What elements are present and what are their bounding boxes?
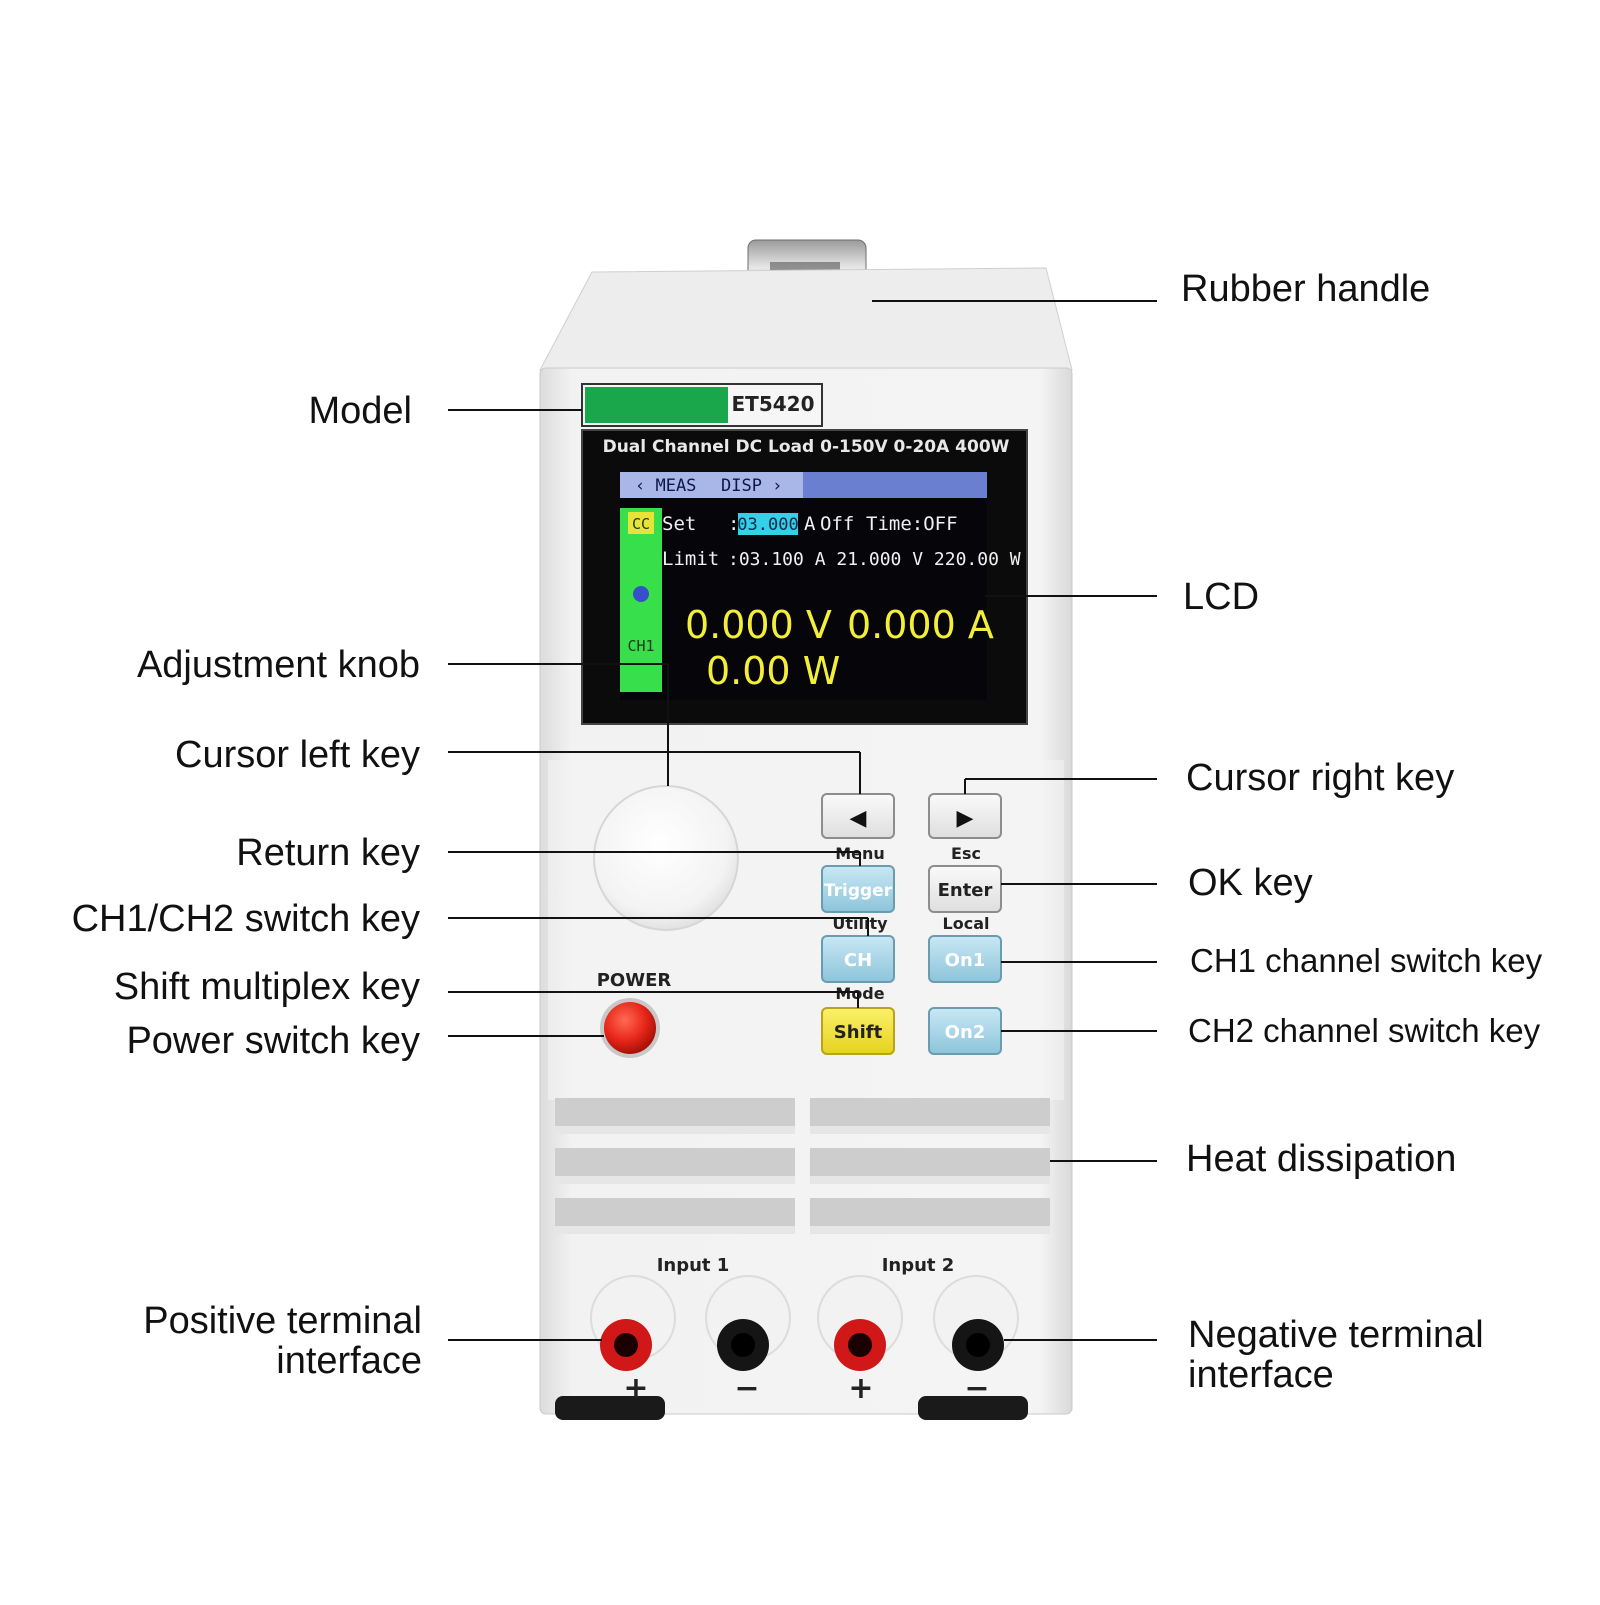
callout-model: Model [308,390,413,432]
utility-label: Utility [832,914,888,933]
callout-return-key: Return key [236,832,420,874]
callout-cursor-left-key: Cursor left key [175,734,420,776]
leader-lines [448,300,1157,1341]
on1-key[interactable]: On1 [928,935,1002,983]
callout-power-switch-key: Power switch key [126,1020,420,1062]
trigger-key[interactable]: Trigger [821,865,895,913]
power-label: POWER [597,970,672,991]
cursor-right-key[interactable]: ▶ [928,793,1002,839]
svg-text:Shift: Shift [834,1022,883,1043]
callout-rubber-handle: Rubber handle [1181,268,1431,310]
callout-ok-key: OK key [1188,862,1313,904]
lcd-mode-badge: CC [632,515,650,533]
lcd-time: Time:OFF [866,513,958,535]
model-label: ET5420 [581,383,823,427]
callout-lcd: LCD [1183,576,1260,618]
svg-text:Enter: Enter [938,880,993,901]
svg-text:On2: On2 [945,1022,986,1043]
lcd-screen [620,472,987,700]
lcd: Dual Channel DC Load 0-150V 0-20A 400W ‹… [581,429,1028,725]
callout-ch2-channel-switch-key: CH2 channel switch key [1188,1012,1541,1049]
input1-label: Input 1 [657,1255,730,1276]
lcd-current: 0.000 A [847,603,994,647]
svg-text:CH: CH [844,950,872,971]
lcd-set-state: Off [820,513,854,535]
power-switch[interactable] [600,998,660,1058]
lcd-limit-values: :03.100 A 21.000 V 220.00 W [728,549,1021,570]
svg-text::: : [728,513,739,535]
ch-switch-key[interactable]: CH [821,935,895,983]
right-arrow-icon: ▶ [957,805,974,830]
input2-label: Input 2 [882,1255,955,1276]
left-arrow-icon: ◀ [850,805,867,830]
lcd-channel-label: CH1 [627,637,654,655]
input1-positive-terminal[interactable] [590,1275,676,1371]
lcd-set-value: 03.000 [737,515,798,535]
enter-key[interactable]: Enter [928,865,1002,913]
model-green-stripe [585,387,728,423]
shift-key[interactable]: Shift [821,1007,895,1055]
minus-sign-2: − [964,1371,989,1406]
plus-sign-1: + [623,1371,648,1406]
heat-dissipation-vents [555,1098,1050,1234]
callout-positive-terminal: Positive terminal interface [143,1300,422,1382]
mode-label: Mode [835,984,884,1003]
callout-ch1-ch2-switch-key: CH1/CH2 switch key [71,898,420,940]
on2-key[interactable]: On2 [928,1007,1002,1055]
model-text: ET5420 [732,392,815,416]
svg-text:Trigger: Trigger [824,881,893,901]
lcd-power: 0.00 W [706,649,840,693]
input2-negative-terminal[interactable] [933,1275,1019,1371]
callout-shift-multiplex-key: Shift multiplex key [113,966,420,1008]
callout-negative-terminal: Negative terminal interface [1188,1314,1484,1396]
minus-sign-1: − [734,1371,759,1406]
callout-heat-dissipation: Heat dissipation [1186,1138,1457,1180]
callout-cursor-right-key: Cursor right key [1186,757,1455,799]
esc-label: Esc [951,844,981,863]
plus-sign-2: + [848,1371,873,1406]
cursor-left-key[interactable]: ◀ [821,793,895,839]
svg-text:On1: On1 [945,950,986,971]
lcd-set-label: Set [662,513,696,535]
lcd-status-dot [633,586,649,602]
lcd-set-unit: A [804,513,816,535]
input2-positive-terminal[interactable] [817,1275,903,1371]
callout-adjustment-knob: Adjustment knob [136,644,420,686]
adjustment-knob[interactable] [593,785,739,931]
callout-ch1-channel-switch-key: CH1 channel switch key [1190,942,1543,979]
local-label: Local [943,914,990,933]
input1-negative-terminal[interactable] [705,1275,791,1371]
lcd-subtitle: Dual Channel DC Load 0-150V 0-20A 400W [603,437,1010,457]
lcd-header-meas: ‹ MEAS [635,476,696,496]
lcd-header-disp: DISP › [721,476,782,496]
lcd-voltage: 0.000 V [685,603,832,647]
lcd-limit-label: Limit [662,548,719,570]
